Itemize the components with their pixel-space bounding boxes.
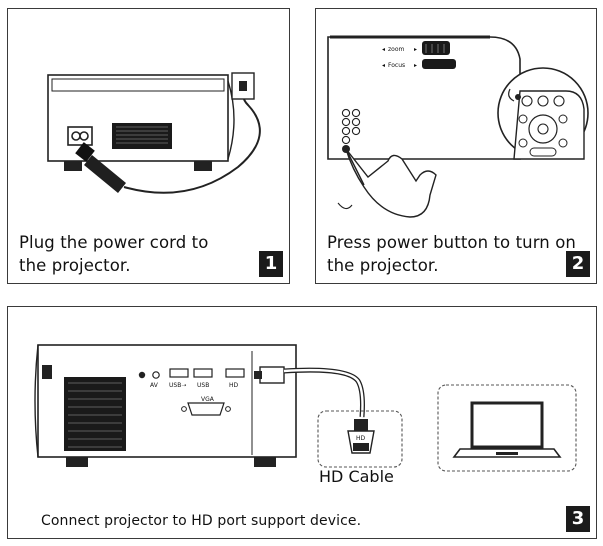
step-2-number-badge: 2 xyxy=(566,251,590,277)
hd-connector-label: HD xyxy=(356,435,366,442)
step-1-number-badge: 1 xyxy=(259,251,283,277)
power-button-illustration: zoom Focus ◂ ▸ ◂ ▸ xyxy=(327,35,589,218)
vga-port-label: VGA xyxy=(201,396,215,403)
zoom-label: zoom xyxy=(388,46,404,53)
svg-text:▸: ▸ xyxy=(414,46,417,53)
step-1-panel: Plug the power cord to the projector. 1 xyxy=(7,8,290,284)
focus-label: Focus xyxy=(388,62,405,69)
hd-cable-caption: HD Cable xyxy=(319,467,394,486)
step-2-panel: zoom Focus ◂▸ ◂▸ Press power button to t xyxy=(315,8,597,284)
step-3-number-badge: 3 xyxy=(566,506,590,532)
svg-text:◂: ◂ xyxy=(382,62,385,69)
hd-port-label: HD xyxy=(229,382,239,389)
step-3-panel: AV USB➝ USB HD VGA HD HD Cable Connect p… xyxy=(7,306,597,539)
step-3-caption: Connect projector to HD port support dev… xyxy=(41,513,362,529)
svg-text:▸: ▸ xyxy=(414,62,417,69)
power-cord-illustration xyxy=(47,72,261,194)
step-1-caption: Plug the power cord to the projector. xyxy=(19,233,209,275)
usb-port-2-label: USB xyxy=(197,382,209,389)
usb-port-1-label: USB➝ xyxy=(169,382,186,389)
svg-text:◂: ◂ xyxy=(382,46,385,53)
av-port-label: AV xyxy=(150,382,159,389)
hd-connection-illustration: AV USB➝ USB HD VGA HD xyxy=(34,344,577,472)
step-2-caption: Press power button to turn on the projec… xyxy=(327,233,576,275)
